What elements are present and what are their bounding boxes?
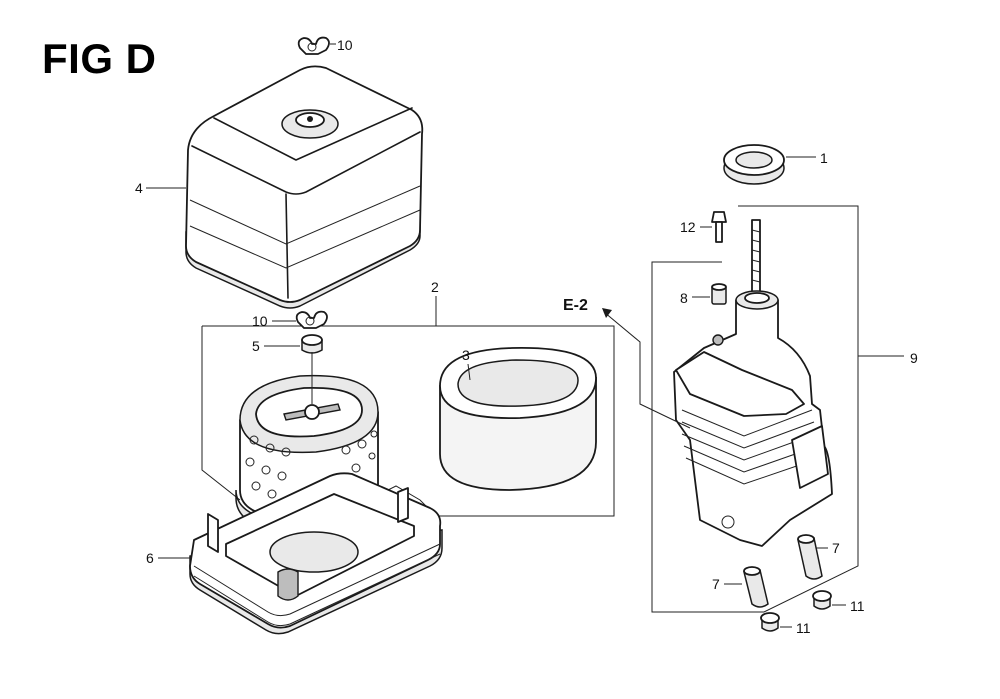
figure-title: FIG D: [42, 35, 157, 82]
callout-1: 1: [820, 150, 828, 166]
callout-4: 4: [135, 180, 143, 196]
callout-9: 9: [910, 350, 918, 366]
air-cleaner-cover: [185, 65, 424, 309]
callout-7-right: 7: [832, 540, 840, 556]
air-cleaner-elbow: [673, 290, 833, 547]
wing-nut-middle: [295, 310, 328, 329]
callout-10-top: 10: [337, 37, 353, 53]
callout-2: 2: [431, 279, 439, 295]
callout-5: 5: [252, 338, 260, 354]
callout-7-left: 7: [712, 576, 720, 592]
nut-5: [301, 334, 323, 354]
nut-11-bottom: [760, 612, 780, 632]
callout-12: 12: [680, 219, 696, 235]
reference-label: E-2: [563, 297, 588, 314]
wing-nut-top: [297, 36, 330, 55]
nut-11-right: [812, 590, 832, 610]
tube-7-left: [743, 566, 769, 608]
callout-11-bottom: 11: [796, 620, 811, 636]
callout-6: 6: [146, 550, 154, 566]
tube-7-right: [797, 534, 823, 580]
collar-8: [711, 283, 727, 305]
bolt-12: [711, 211, 727, 243]
callout-8: 8: [680, 290, 688, 306]
callout-3: 3: [462, 347, 470, 363]
gasket-1: [723, 144, 785, 185]
callout-10-middle: 10: [252, 313, 268, 329]
stud: [751, 219, 761, 303]
foam-element: [439, 347, 597, 491]
air-cleaner-case: [189, 472, 443, 635]
callout-11-right: 11: [850, 598, 865, 614]
